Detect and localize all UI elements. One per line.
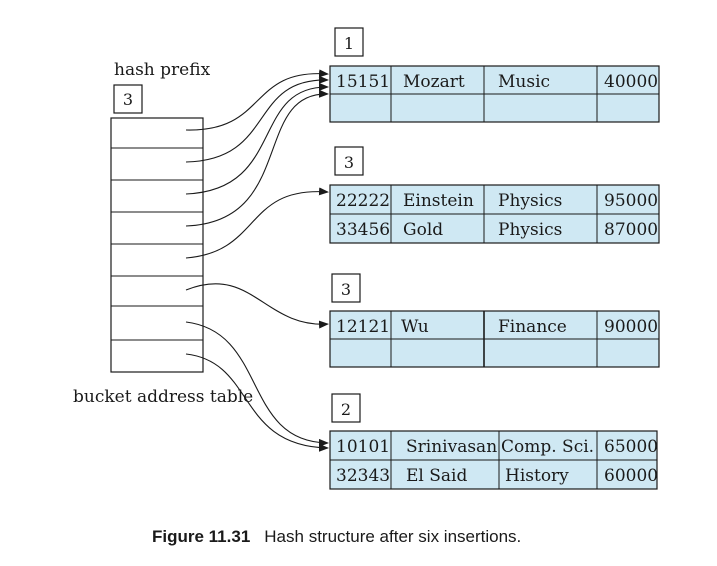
pointer-slot-5 <box>185 187 329 259</box>
record-salary: 65000 <box>604 437 658 457</box>
record-dept: Physics <box>498 191 562 211</box>
bucket-3: 3 12121 Wu Finance 90000 <box>329 273 660 368</box>
local-depth-value: 2 <box>341 400 351 419</box>
record-dept: Physics <box>498 220 562 240</box>
local-depth-box <box>331 393 361 423</box>
record-name: El Said <box>406 466 467 486</box>
local-depth-box <box>334 146 364 176</box>
pointer-slot-2 <box>185 75 329 163</box>
local-depth-value: 1 <box>344 34 354 53</box>
record-salary: 60000 <box>604 466 658 486</box>
hash-prefix-box <box>113 84 143 114</box>
record-dept: Music <box>498 72 550 92</box>
record-id: 33456 <box>336 220 390 240</box>
local-depth-value: 3 <box>344 153 354 172</box>
record-salary: 87000 <box>604 220 658 240</box>
figure-title: Hash structure after six insertions. <box>264 527 521 546</box>
record-name: Mozart <box>403 72 465 92</box>
record-id: 22222 <box>336 191 390 211</box>
pointer-slot-4 <box>185 89 329 227</box>
bucket-address-table <box>110 117 204 373</box>
bucket-pointers <box>185 69 329 452</box>
record-dept: Finance <box>498 317 567 337</box>
hash-prefix-label: hash prefix <box>114 60 211 80</box>
local-depth-value: 3 <box>341 280 351 299</box>
record-id: 32343 <box>336 466 390 486</box>
record-salary: 40000 <box>604 72 658 92</box>
pointer-slot-6 <box>185 283 329 329</box>
record-id: 15151 <box>336 72 390 92</box>
record-name: Gold <box>403 220 443 240</box>
record-name: Srinivasan <box>406 437 497 457</box>
local-depth-box <box>334 27 364 57</box>
local-depth-box <box>331 273 361 303</box>
record-id: 10101 <box>336 437 390 457</box>
pointer-slot-8 <box>185 353 329 452</box>
hash-prefix-value: 3 <box>123 90 133 109</box>
bucket-2: 3 22222 Einstein Physics 95000 33456 Gol… <box>329 146 660 244</box>
pointer-slot-1 <box>185 69 329 131</box>
record-salary: 95000 <box>604 191 658 211</box>
pointer-slot-3 <box>185 82 329 195</box>
record-dept: History <box>505 466 569 486</box>
bucket-4: 2 10101 Srinivasan Comp. Sci. 65000 3234… <box>329 393 658 490</box>
record-name: Wu <box>401 317 429 337</box>
pointer-slot-7 <box>185 321 329 447</box>
record-id: 12121 <box>336 317 390 337</box>
record-name: Einstein <box>403 191 474 211</box>
record-salary: 90000 <box>604 317 658 337</box>
figure-caption: Figure 11.31 Hash structure after six ins… <box>152 527 521 546</box>
record-dept: Comp. Sci. <box>501 437 594 457</box>
bucket-1: 1 15151 Mozart Music 40000 <box>329 27 660 123</box>
figure-number: Figure 11.31 <box>152 527 250 546</box>
bucket-address-table-label: bucket address table <box>73 387 253 407</box>
